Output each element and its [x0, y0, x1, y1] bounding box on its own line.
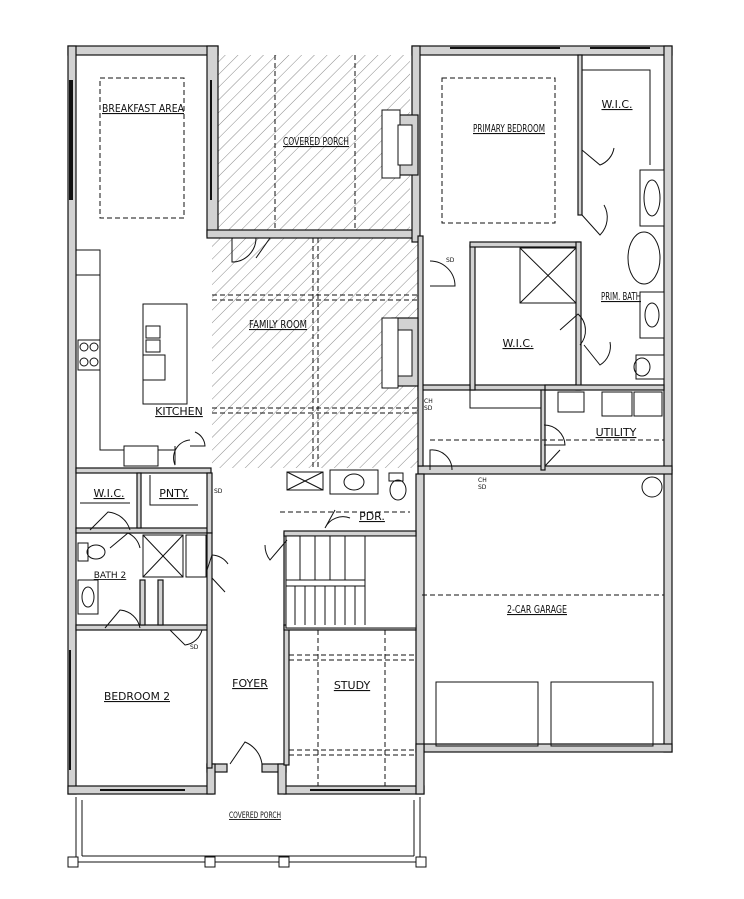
smoke-detector-tag: SD — [478, 484, 487, 491]
garage-doors — [435, 476, 663, 747]
pdr-label: PDR. — [359, 510, 385, 523]
smoke-detector-tag: SD — [446, 257, 455, 264]
room-labels: BREAKFAST AREA COVERED PORCH PRIMARY BED… — [93, 98, 641, 821]
pantry-label: PNTY. — [159, 487, 189, 500]
carbon-monoxide-tag: CH — [424, 398, 433, 405]
minor-fixtures — [77, 469, 407, 615]
breakfast-area-label: BREAKFAST AREA — [102, 102, 184, 115]
kitchen-fixtures — [75, 249, 188, 467]
ceiling-lines — [99, 55, 664, 786]
windows — [69, 47, 650, 791]
prim-bath-label: PRIM. BATH — [601, 290, 641, 303]
utility-label: UTILITY — [596, 426, 637, 439]
bedroom-2-label: BEDROOM 2 — [104, 690, 170, 703]
family-room-label: FAMILY ROOM — [249, 318, 307, 331]
carbon-monoxide-tag: CH — [478, 477, 487, 484]
study-label: STUDY — [334, 679, 371, 692]
bath-2-label: BATH 2 — [94, 571, 126, 581]
primary-bedroom-label: PRIMARY BEDROOM — [473, 122, 545, 135]
smoke-detector-tag: SD — [424, 405, 433, 412]
foyer-label: FOYER — [232, 677, 268, 690]
wic-primary-top-label: W.I.C. — [601, 98, 632, 111]
wic-left-label: W.I.C. — [93, 487, 124, 500]
covered-porch-front-label: COVERED PORCH — [229, 811, 281, 821]
stairs — [285, 535, 417, 629]
fireplace-rear — [381, 109, 419, 179]
kitchen-label: KITCHEN — [155, 405, 203, 418]
detector-tags: SD CH SD CH SD SD SD — [190, 257, 487, 651]
utility-fixtures — [469, 389, 663, 417]
primary-bath-fixtures — [519, 69, 665, 386]
smoke-detector-tag: SD — [190, 644, 199, 651]
interior-walls — [75, 54, 665, 769]
front-porch — [67, 797, 427, 868]
smoke-detector-tag: SD — [214, 488, 223, 495]
fireplace-family — [381, 317, 419, 389]
wic-primary-closet-label: W.I.C. — [502, 337, 533, 350]
door-swings — [89, 147, 615, 765]
garage-label: 2-CAR GARAGE — [507, 603, 567, 616]
covered-porch-rear-label: COVERED PORCH — [283, 135, 349, 148]
